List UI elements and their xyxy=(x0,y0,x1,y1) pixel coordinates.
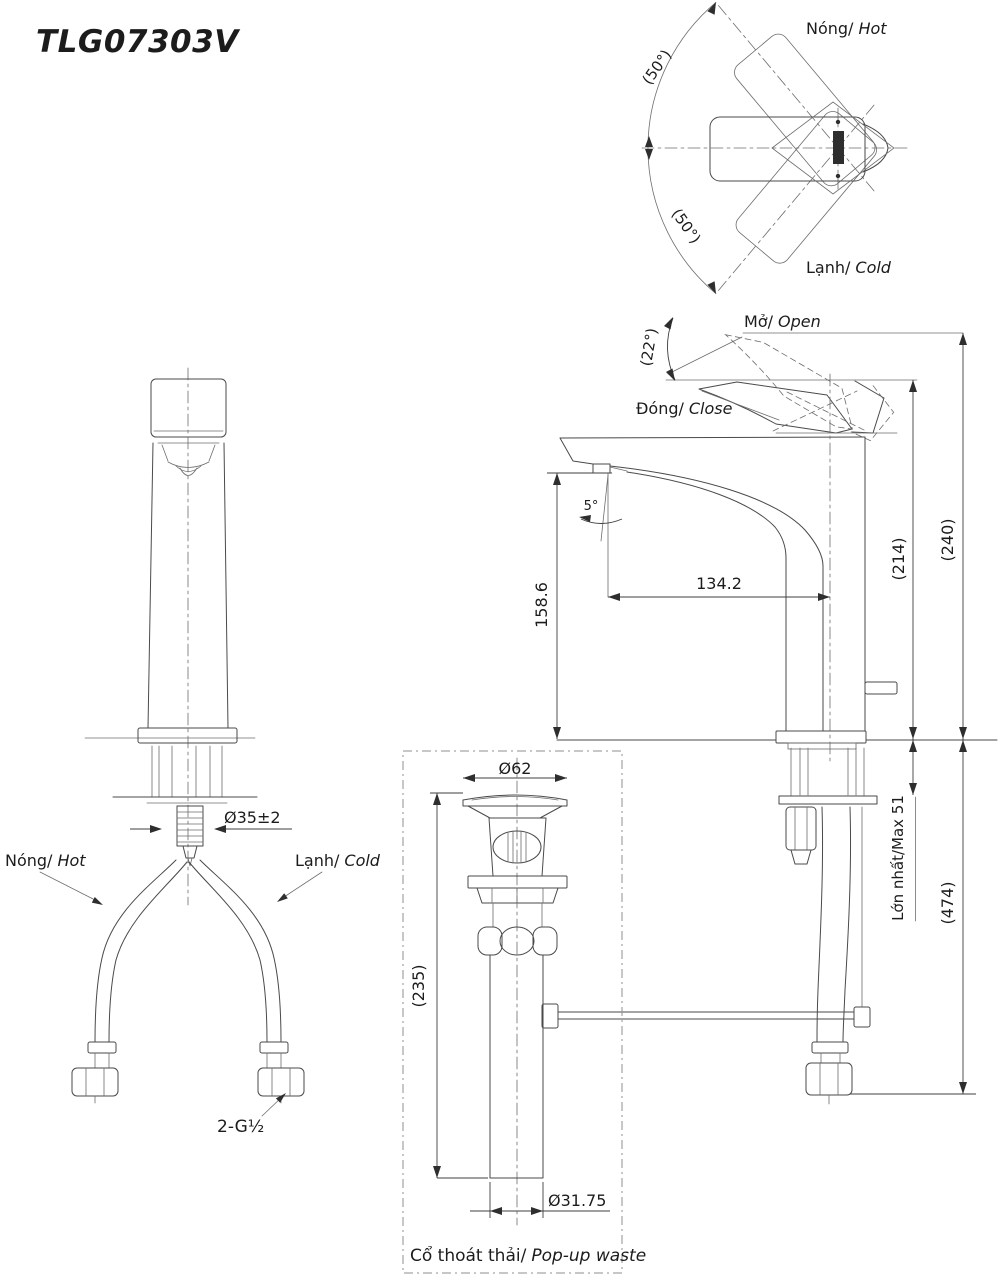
dim-tail-diameter: Ø31.75 xyxy=(548,1191,606,1210)
hot-hose-nut xyxy=(71,1067,119,1097)
angle-label-upper: (50°) xyxy=(639,46,676,88)
popup-waste-view: Ø62 (235) xyxy=(402,750,646,1274)
popup-waste-body xyxy=(462,794,568,1179)
handle-front xyxy=(150,378,227,438)
lift-rod-knob xyxy=(864,681,898,695)
supply-hose xyxy=(816,806,824,1043)
dimension-spout-reach: 134.2 xyxy=(608,574,830,601)
supply-hoses-front xyxy=(71,859,305,1104)
dimension-below-deck: (474) xyxy=(850,739,976,1095)
popup-tailpipe xyxy=(489,954,544,1179)
dim-spout-height: 158.6 xyxy=(532,582,551,628)
front-cold-label: Lạnh/Cold xyxy=(295,851,381,870)
popup-boundary-box xyxy=(402,750,623,1274)
popup-rod-connector xyxy=(541,1003,559,1029)
handle-hot-position xyxy=(718,5,877,195)
open-close-detail: (22°) Mở/Open Đóng/Close xyxy=(636,312,964,442)
dim-cap-diameter: Ø62 xyxy=(499,759,532,778)
dim-spout-reach: 134.2 xyxy=(696,574,742,593)
open-label: Mở/Open xyxy=(744,312,821,331)
dimension-body-height: (214) xyxy=(889,380,917,739)
top-cold-label: Lạnh/Cold xyxy=(806,258,892,277)
close-label: Đóng/Close xyxy=(636,399,733,418)
dimension-mount-hole: Ø35±2 xyxy=(130,808,292,833)
side-view-under-counter xyxy=(557,747,878,1105)
dimension-total-height: (240) xyxy=(938,333,967,739)
spout-angle-label: 5° xyxy=(584,499,599,514)
lever-open-position xyxy=(724,333,895,442)
dim-body-height: (214) xyxy=(889,537,908,580)
mounting-bracket xyxy=(778,795,878,805)
dim-mount-hole: Ø35±2 xyxy=(224,808,281,827)
lever-closed xyxy=(698,381,853,434)
front-hot-label: Nóng/Hot xyxy=(5,851,86,870)
base-plate-front xyxy=(137,727,238,744)
dim-thread: 2-G½ xyxy=(217,1117,264,1137)
dim-popup-length: (235) xyxy=(409,964,428,1007)
hose-nut xyxy=(805,1062,853,1096)
dim-deck-thickness: Lớn nhất/Max 51 xyxy=(889,795,907,921)
angle-label-lower: (50°) xyxy=(668,205,705,247)
handle-indicator-mark xyxy=(833,131,844,164)
front-view: Ø35±2 Nóng/Hot Lạnh/Cold 2-G½ xyxy=(5,367,381,1137)
cold-hose-nut xyxy=(257,1067,305,1097)
pop-up-rod-horizontal xyxy=(557,1011,855,1020)
lever-back xyxy=(851,380,885,434)
popup-window xyxy=(492,830,542,864)
mounting-nut xyxy=(785,806,817,851)
dim-below-deck: (474) xyxy=(938,881,957,924)
model-number: TLG07303V xyxy=(36,24,241,60)
top-view-handle-rotation: (50°) (50°) Nóng/Hot Lạnh/Cold xyxy=(639,2,909,294)
popup-caption: Cổ thoát thải/Pop-up waste xyxy=(410,1245,646,1266)
dimension-cap-diameter: Ø62 xyxy=(463,759,567,782)
base-plate xyxy=(775,730,867,744)
cold-hose xyxy=(199,859,282,1043)
open-angle-label: (22°) xyxy=(637,327,661,368)
dim-total-height: (240) xyxy=(938,518,957,561)
spout-angle-detail: 5° xyxy=(579,472,623,598)
side-view-body xyxy=(556,373,998,765)
aerator xyxy=(592,463,611,474)
handle-cold-position xyxy=(718,101,877,291)
dimension-popup-length: (235) xyxy=(409,792,488,1179)
dimension-spout-height: 158.6 xyxy=(532,472,612,739)
front-view-body xyxy=(84,378,258,867)
side-view: (22°) Mở/Open Đóng/Close 5° xyxy=(532,312,998,1105)
popup-cap xyxy=(462,794,568,807)
top-hot-label: Nóng/Hot xyxy=(806,19,887,38)
dimension-deck-thickness: Lớn nhất/Max 51 xyxy=(889,739,917,922)
dimension-tail-diameter: Ø31.75 xyxy=(470,1182,610,1218)
hot-hose xyxy=(94,859,177,1043)
handle-neutral-position xyxy=(709,101,895,195)
